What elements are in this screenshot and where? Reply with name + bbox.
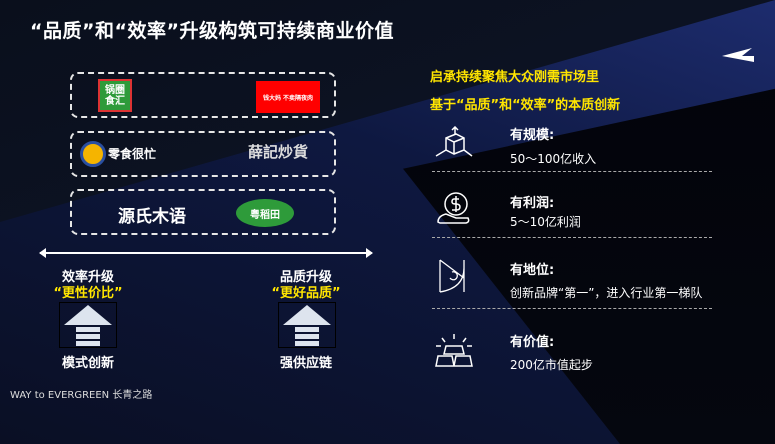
item-desc-value: 200亿市值起步 — [510, 358, 593, 372]
coin-hand-icon — [437, 192, 470, 224]
divider — [432, 308, 712, 309]
divider — [432, 237, 712, 238]
logo-yuedaotian: 粤稻田 — [236, 199, 294, 227]
item-desc-scale: 50～100亿收入 — [510, 152, 597, 166]
cube-scale-icon — [435, 126, 473, 157]
logo-lingshihenmang: 零食很忙 — [108, 147, 157, 161]
logo-row-2: 零食很忙 薛記炒貨 — [70, 131, 336, 177]
logo-row-3: 源氏木语 粤稻田 — [70, 189, 336, 235]
double-arrow-line — [39, 248, 373, 258]
logo-guoquan: 锅圈食汇 — [98, 79, 132, 112]
item-title-position: 有地位: — [510, 263, 555, 278]
logo-qiandama: 钱大妈 不卖隔夜肉 — [256, 81, 320, 113]
item-title-value: 有价值: — [510, 335, 555, 350]
page-title: “品质”和“效率”升级构筑可持续商业价值 — [30, 20, 394, 42]
logo-yuanshimuyu: 源氏木语 — [118, 207, 186, 227]
efficiency-title: 效率升级 — [61, 270, 114, 285]
golden-spiral-icon — [439, 259, 465, 293]
quality-quote: “更好品质” — [271, 286, 341, 301]
up-arrow-icon — [59, 302, 117, 348]
logo-lingshihenmang-mascot-icon — [80, 141, 106, 167]
brand-logo-icon — [722, 48, 754, 62]
efficiency-bottom: 模式创新 — [61, 356, 114, 371]
item-desc-profit: 5～10亿利润 — [510, 215, 581, 229]
item-title-scale: 有规模: — [510, 128, 555, 143]
logo-row-1: 锅圈食汇 钱大妈 不卖隔夜肉 — [70, 72, 336, 118]
efficiency-quote: “更性价比” — [53, 286, 123, 301]
quality-bottom: 强供应链 — [279, 356, 332, 371]
divider — [432, 171, 712, 172]
item-desc-position: 创新品牌“第一”，进入行业第一梯队 — [510, 286, 703, 300]
headline-2: 基于“品质”和“效率”的本质创新 — [430, 98, 621, 113]
up-arrow-icon — [278, 302, 336, 348]
logo-xueji: 薛記炒貨 — [248, 143, 309, 161]
footer-slogan: WAY to EVERGREEN 长青之路 — [10, 390, 153, 401]
item-title-profit: 有利润: — [510, 196, 555, 211]
quality-title: 品质升级 — [279, 270, 332, 285]
headline-1: 启承持续聚焦大众刚需市场里 — [430, 70, 600, 85]
gold-bars-icon — [435, 334, 473, 367]
